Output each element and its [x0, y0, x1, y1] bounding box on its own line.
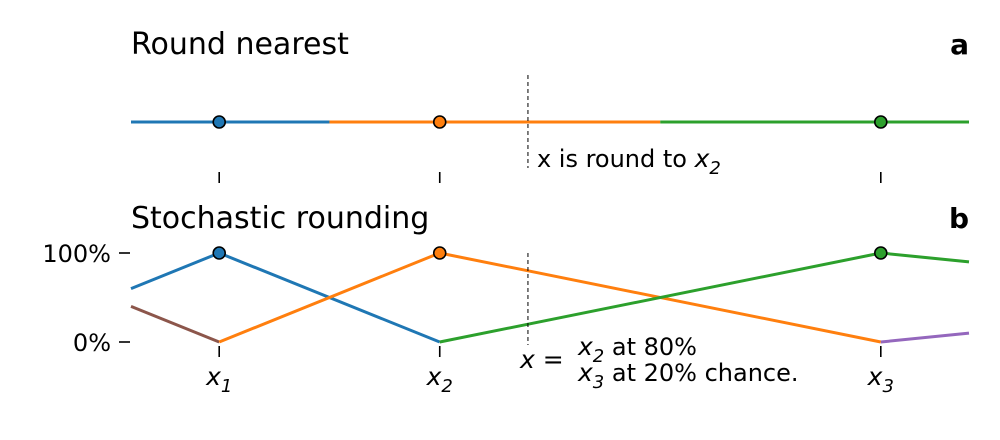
- panel-b-x-tick-label-2: x2: [426, 362, 453, 397]
- panel-b-annotation-line-1-var: x: [577, 332, 593, 361]
- panel-b-y-tick-label-1: 0%: [73, 329, 111, 357]
- panel-b-series-1: [130, 305, 220, 344]
- panel-b-series-5: [880, 331, 970, 344]
- panel-b-annotation-line-2: x3 at 20% chance.: [577, 358, 799, 393]
- panel-b-title: Stochastic rounding: [131, 201, 429, 236]
- panel-a-annotation-sub: 2: [709, 158, 720, 179]
- panel-a: Round nearest a x is round to x2: [131, 27, 969, 183]
- panel-a-x-ticks: [218, 172, 882, 183]
- panel-b-y-tick-label-2: 100%: [42, 240, 111, 268]
- panel-b-series-4: [439, 251, 970, 344]
- panel-b-series-3: [218, 251, 882, 344]
- panel-b-annotation-line-1: x2 at 80%: [577, 332, 697, 367]
- panel-a-annotation-var: x: [694, 144, 710, 173]
- panel-a-label: a: [950, 28, 969, 61]
- panel-b-point-1: [212, 246, 227, 260]
- panel-b-point-2: [432, 246, 447, 260]
- panel-b-x-tick-label-3: x3: [867, 362, 894, 397]
- panel-a-point-1: [212, 115, 227, 129]
- panel-b-x-tick-label-1-sub: 1: [221, 376, 232, 397]
- panel-b-annotation-line-1-text: at 80%: [604, 333, 697, 361]
- panel-b-x-tick-label-1: x1: [205, 362, 232, 397]
- panel-b-annotation-line-2-var: x: [577, 358, 593, 387]
- panel-b-x-tick-label-1-var: x: [205, 362, 221, 391]
- panel-a-point-2: [432, 115, 447, 129]
- panel-b-annotation-line-2-sub: 3: [593, 372, 604, 393]
- panel-a-points: [212, 115, 888, 129]
- panel-b-x-tick-label-3-sub: 3: [882, 376, 893, 397]
- panel-b-series-2: [130, 251, 441, 344]
- panel-b-label: b: [949, 202, 969, 235]
- panel-b-point-3: [873, 246, 888, 260]
- panel-a-point-3: [873, 115, 888, 129]
- panel-b-x-tick-label-3-var: x: [867, 362, 883, 391]
- panel-b-x-tick-label-2-sub: 2: [441, 376, 452, 397]
- panel-b-annotation-line-1-sub: 2: [593, 346, 604, 367]
- panel-a-annotation-text: x is round to: [537, 145, 695, 173]
- panel-b-y-ticks: 0% 100%: [42, 240, 130, 357]
- panel-a-annotation: x is round to x2: [537, 144, 721, 179]
- panel-b-lines: [130, 251, 970, 344]
- panel-b-points: [212, 246, 888, 260]
- panel-a-title: Round nearest: [131, 27, 349, 62]
- panel-b-x-tick-label-2-var: x: [426, 362, 442, 391]
- panel-b-annotation: x = x2 at 80% x3 at 20% chance.: [519, 332, 799, 393]
- panel-b-annotation-lead: x =: [519, 345, 564, 374]
- panel-b-annotation-line-2-text: at 20% chance.: [604, 359, 798, 387]
